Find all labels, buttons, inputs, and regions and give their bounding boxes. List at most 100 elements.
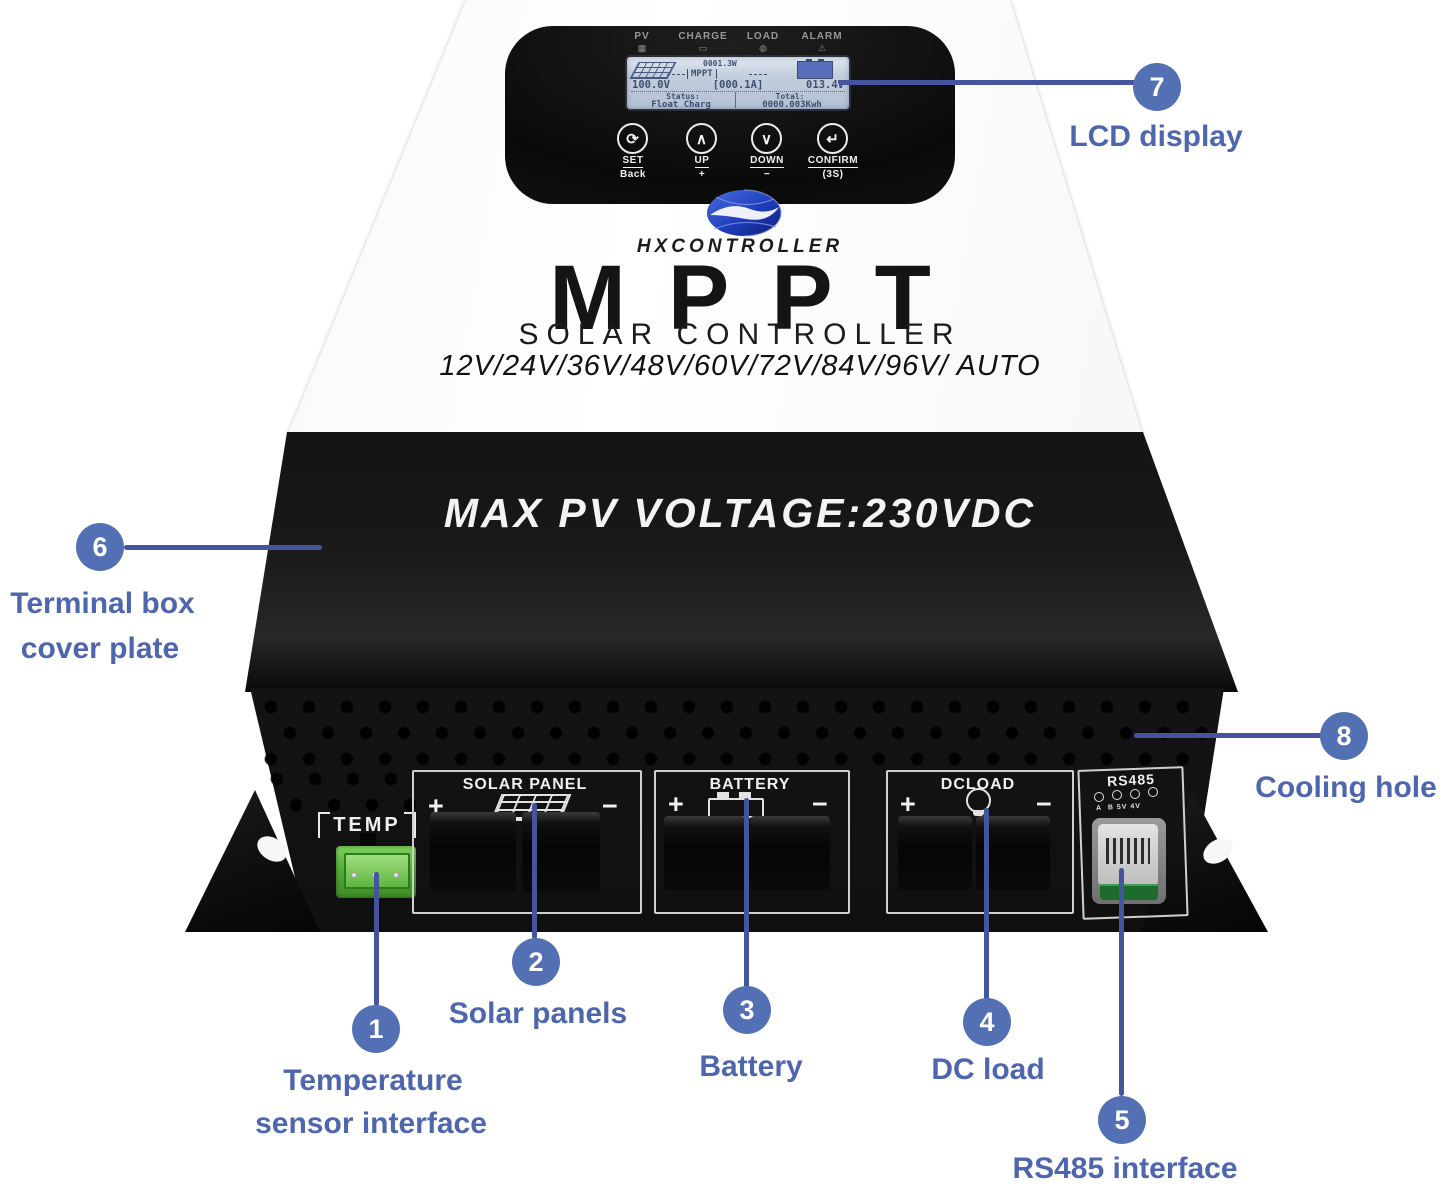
brand-name: HXCONTROLLER [636, 236, 844, 257]
lcd-battery-voltage: 013.4V [806, 79, 844, 91]
indicator-load-label: LOAD [746, 31, 780, 42]
callout-2-line [532, 803, 537, 939]
callout-4-circle: 4 [963, 998, 1011, 1046]
callout-6-circle: 6 [76, 523, 124, 571]
bulb-icon: ◍ [759, 43, 767, 53]
set-button-glyph: ⟳ [626, 130, 639, 148]
dcload-minus: − [1036, 789, 1052, 819]
voltage-range: 12V/24V/36V/48V/60V/72V/84V/96V/ AUTO [439, 350, 1041, 382]
lcd-pv-voltage: 100.0V [632, 79, 670, 91]
up-button-glyph: ∧ [696, 130, 707, 148]
rs485-pin-mark [1148, 787, 1158, 797]
lcd-pv-current: [000.1A] [712, 79, 764, 91]
dcload-terminal-label: DCLOAD [940, 776, 1016, 793]
battery-terminal-icon [708, 792, 764, 818]
callout-3-line [744, 798, 749, 988]
temp-bracket-right [404, 812, 416, 838]
callout-6-label-line2: cover plate [20, 632, 180, 665]
battery-terminal-negative [750, 816, 830, 890]
lcd-dash-right [749, 74, 767, 75]
lcd-status-value: Float Charg [651, 100, 711, 110]
lcd-values-row: 100.0V [000.1A] 013.4V [632, 79, 844, 91]
up-button: ∧ [686, 123, 717, 154]
rs485-jack [1092, 818, 1166, 904]
lcd-mode-value: MPPT [687, 69, 717, 79]
lcd-dash-left [667, 74, 685, 75]
dcload-plus: + [900, 789, 916, 819]
battery-terminal-positive [664, 816, 746, 890]
callout-5-line [1119, 868, 1124, 1096]
lcd-display: 0001.3W MPPT 100.0V [000.1A] 013.4V Stat… [627, 57, 849, 110]
dcload-terminal-positive [898, 816, 972, 890]
callout-8-label: Cooling hole [1255, 771, 1437, 804]
callout-2-label: Solar panels [448, 997, 628, 1030]
terminal-box-cover-plate [245, 432, 1238, 692]
down-button-glyph: ∨ [761, 130, 772, 148]
temp-pin [351, 872, 357, 878]
down-button-label: DOWN− [750, 155, 784, 180]
temp-pin [393, 872, 399, 878]
set-button: ⟳ [617, 123, 648, 154]
cooling-holes-left [268, 770, 418, 816]
solar-terminal-box [412, 770, 642, 914]
callout-1-circle: 1 [352, 1005, 400, 1053]
rs485-pcb [1100, 884, 1158, 900]
lcd-total-label: Total: [775, 92, 805, 101]
lcd-total-value: 0000.003Kwh [762, 100, 822, 110]
lcd-solar-icon [629, 62, 677, 79]
confirm-button: ↵ [817, 123, 848, 154]
brand-logo [707, 189, 782, 237]
callout-6-line [124, 545, 322, 550]
callout-8-circle: 8 [1320, 712, 1368, 760]
lcd-battery-icon [797, 59, 833, 79]
callout-8-line [1134, 733, 1322, 738]
callout-1-line [374, 872, 379, 1006]
rs485-pin-mark [1094, 792, 1104, 802]
temp-slot [360, 833, 376, 846]
cooling-holes-band [262, 698, 1208, 772]
solar-terminal-label: SOLAR PANEL [462, 776, 588, 793]
indicator-charge-label: CHARGE [678, 31, 728, 42]
up-button-label: UP+ [694, 155, 710, 180]
callout-7-circle: 7 [1133, 63, 1181, 111]
solar-panel-icon: ▦ [637, 43, 647, 53]
model-name: MPPT [549, 247, 973, 349]
battery-icon: ▭ [698, 43, 708, 53]
product-name: SOLAR CONTROLLER [518, 318, 962, 351]
callout-6-label-line1: Terminal box [10, 587, 195, 620]
callout-3-circle: 3 [723, 986, 771, 1034]
temp-bracket-left [318, 812, 330, 838]
callout-1-label-line2: sensor interface [255, 1107, 487, 1140]
callout-7-label: LCD display [1069, 120, 1243, 153]
warning-icon: ⚠ [817, 43, 827, 53]
callout-5-label: RS485 interface [1012, 1152, 1238, 1185]
battery-terminal-label: BATTERY [709, 776, 791, 793]
max-pv-voltage: MAX PV VOLTAGE:230VDC [443, 490, 1037, 536]
rs485-pin-mark [1130, 789, 1140, 799]
rs485-pin-mark [1112, 790, 1122, 800]
lcd-power-value: 0001.3W [703, 59, 737, 68]
lcd-status-label: Status: [666, 92, 700, 101]
callout-3-label: Battery [699, 1050, 803, 1083]
lcd-divider [735, 92, 736, 108]
keypad-panel [505, 26, 955, 204]
confirm-button-glyph: ↵ [826, 130, 839, 148]
indicator-pv-label: PV [634, 31, 650, 42]
lcd-separator [631, 91, 845, 92]
temp-label: TEMP [333, 814, 401, 836]
solar-terminal-positive [430, 812, 516, 892]
confirm-button-label: CONFIRM(3S) [807, 155, 859, 180]
solar-minus: − [602, 791, 618, 821]
indicator-alarm-label: ALARM [801, 31, 843, 42]
callout-4-line [984, 808, 989, 1000]
down-button: ∨ [751, 123, 782, 154]
callout-5-circle: 5 [1098, 1096, 1146, 1144]
callout-2-circle: 2 [512, 938, 560, 986]
callout-7-line [838, 80, 1136, 85]
callout-4-label: DC load [931, 1053, 1045, 1086]
battery-terminal-box [654, 770, 850, 914]
callout-1-label-line1: Temperature [283, 1064, 463, 1097]
rs485-contacts [1106, 838, 1150, 864]
battery-plus: + [668, 789, 684, 819]
